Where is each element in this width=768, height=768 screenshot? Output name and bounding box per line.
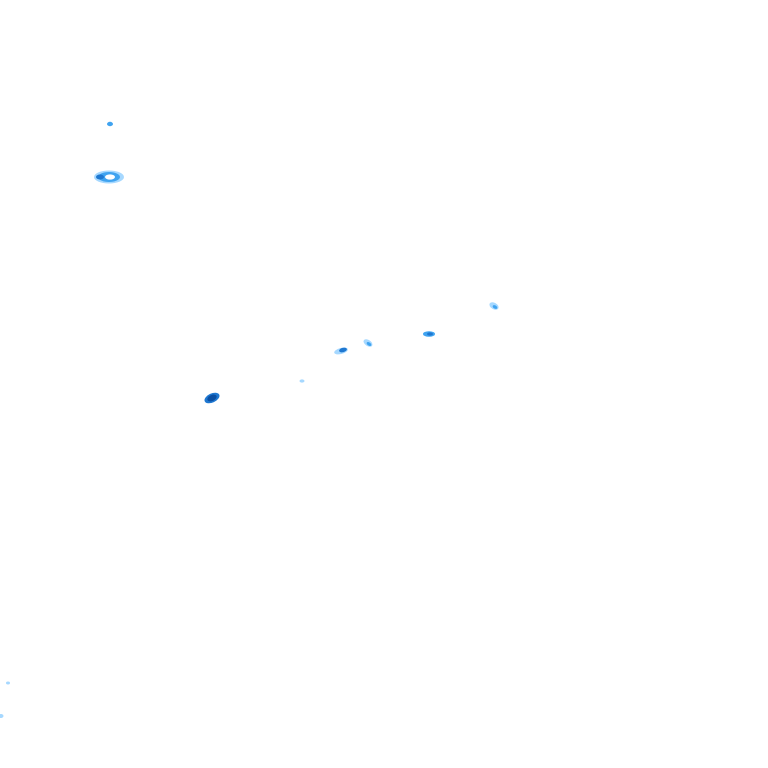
echo-cell-center-west (334, 347, 348, 355)
echo-blob (6, 681, 10, 685)
echo-blob (427, 332, 433, 336)
echo-speck-northwest (107, 121, 113, 127)
echo-blob (207, 394, 217, 402)
echo-cell-northwest (94, 170, 124, 184)
echo-blob (366, 342, 372, 346)
echo-cell-east (489, 302, 499, 310)
echo-blob (107, 121, 113, 127)
echo-cell-southwest (204, 392, 220, 404)
echo-cell-center-east (423, 331, 435, 337)
echo-speck-center (299, 379, 305, 383)
echo-blob (0, 714, 4, 718)
echo-blob (105, 174, 115, 180)
echo-cell-center (363, 339, 373, 347)
echo-blob (96, 174, 104, 180)
echo-speck-edge-lower (0, 714, 4, 718)
echo-blob (492, 305, 498, 309)
echo-blob (299, 379, 305, 383)
echo-blob (339, 347, 347, 353)
echo-speck-edge-upper (6, 681, 10, 685)
